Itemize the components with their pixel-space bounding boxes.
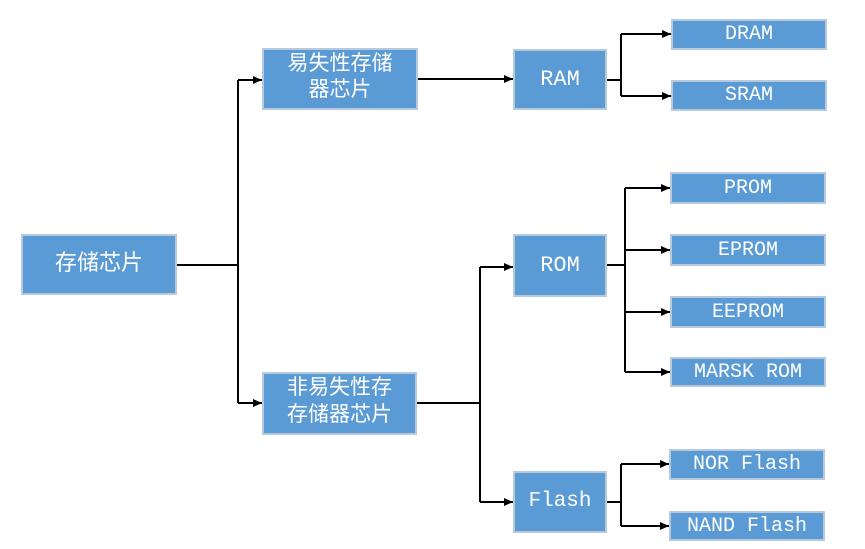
node-volatile-memory: 易失性存储 器芯片: [262, 48, 418, 110]
node-eeprom: EEPROM: [670, 296, 826, 328]
node-ram: RAM: [513, 49, 607, 110]
node-marsk-rom: MARSK ROM: [670, 357, 826, 387]
node-rom: ROM: [513, 234, 607, 297]
node-memory-chip: 存储芯片: [21, 234, 177, 295]
node-eprom: EPROM: [670, 234, 826, 266]
node-nor-flash: NOR Flash: [669, 449, 825, 480]
node-sram: SRAM: [671, 80, 827, 111]
node-flash: Flash: [513, 471, 607, 533]
node-prom: PROM: [670, 172, 826, 204]
node-nand-flash: NAND Flash: [669, 511, 825, 541]
node-dram: DRAM: [671, 19, 827, 50]
node-nonvolatile-memory: 非易失性存 存储器芯片: [262, 372, 417, 435]
